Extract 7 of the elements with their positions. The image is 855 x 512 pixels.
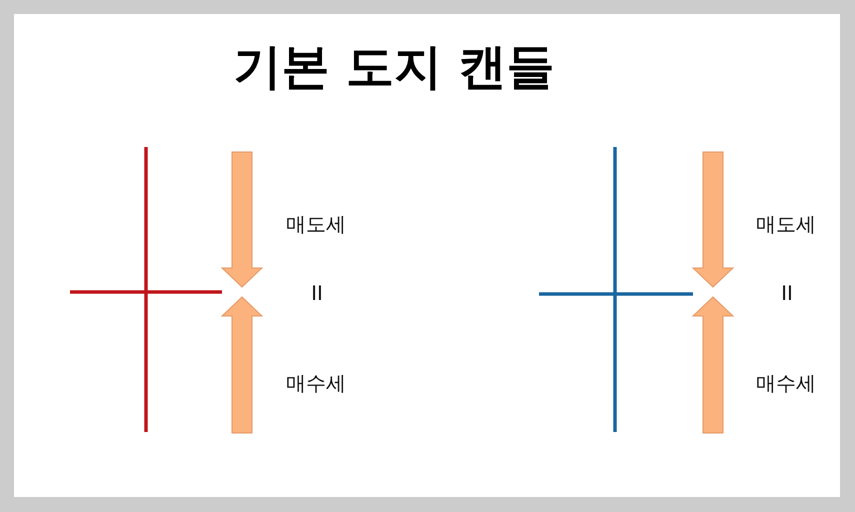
equal-sign: II — [311, 283, 323, 303]
pressure-label: 매수세 — [756, 373, 816, 393]
pressure-label: 매도세 — [286, 214, 346, 234]
title: 기본 도지 캔들 — [233, 43, 555, 91]
equal-sign: II — [781, 283, 793, 303]
pressure-label: 매수세 — [286, 373, 346, 393]
pressure-label: 매도세 — [756, 214, 816, 234]
